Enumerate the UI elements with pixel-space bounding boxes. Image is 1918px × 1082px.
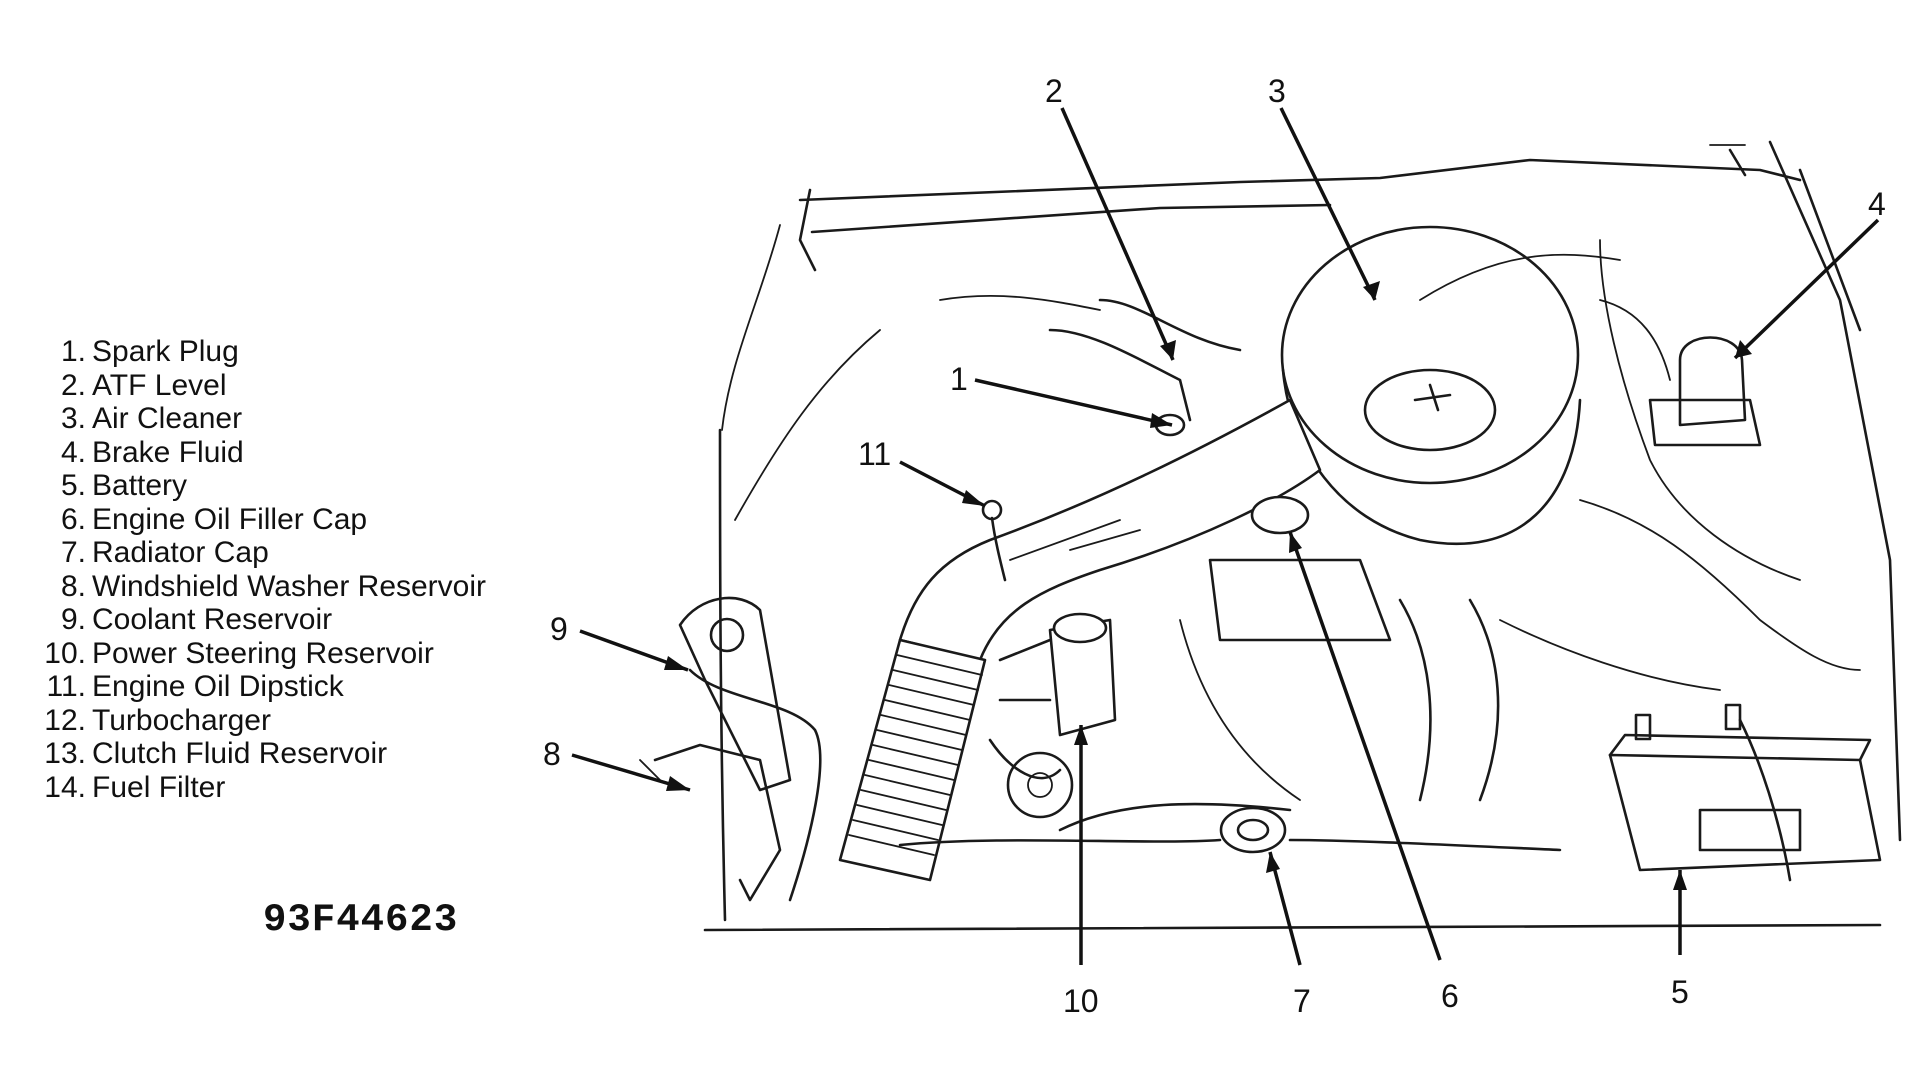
callout-4: 4 bbox=[1868, 186, 1886, 222]
radiator-cap bbox=[898, 806, 1562, 854]
intake-hose bbox=[838, 638, 987, 882]
legend-item: 6.Engine Oil Filler Cap bbox=[60, 502, 368, 536]
callout-10: 10 bbox=[1063, 983, 1099, 1019]
arrowhead-9 bbox=[664, 656, 688, 670]
oil-dipstick bbox=[981, 499, 1007, 582]
wiring-harness bbox=[1419, 239, 1861, 691]
legend-item: 10.Power Steering Reservoir bbox=[44, 636, 434, 670]
arrowhead-8 bbox=[666, 776, 690, 791]
leader-line-2 bbox=[1060, 107, 1175, 361]
legend-item: 8.Windshield Washer Reservoir bbox=[60, 569, 487, 603]
arrowhead-10 bbox=[1074, 725, 1088, 745]
legend-item: 11.Engine Oil Dipstick bbox=[46, 670, 344, 703]
front-pulleys bbox=[1006, 751, 1292, 832]
brake-master-cylinder bbox=[1599, 299, 1762, 447]
leader-line-4 bbox=[1733, 218, 1880, 360]
leader-line-6 bbox=[1288, 531, 1442, 961]
callout-6: 6 bbox=[1441, 978, 1459, 1014]
coolant-reservoir bbox=[678, 596, 822, 902]
legend-item: 7.Radiator Cap bbox=[60, 536, 269, 569]
callout-leaders bbox=[571, 107, 1880, 966]
callout-1: 1 bbox=[950, 361, 968, 397]
arrowhead-11 bbox=[962, 490, 985, 506]
legend-item: 14.Fuel Filter bbox=[44, 770, 226, 804]
callout-numbers: 2 3 4 1 11 9 8 10 7 6 5 bbox=[543, 73, 1886, 1019]
arrowhead-4 bbox=[1735, 340, 1752, 358]
legend-item: 12.Turbocharger bbox=[44, 703, 271, 737]
callout-5: 5 bbox=[1671, 974, 1689, 1010]
callout-9: 9 bbox=[550, 611, 568, 647]
arrowhead-7 bbox=[1266, 852, 1280, 873]
figure-id: 93F44623 bbox=[263, 898, 459, 942]
spark-plug-area bbox=[939, 294, 1242, 437]
legend-item: 13.Clutch Fluid Reservoir bbox=[44, 737, 388, 770]
legend-item: 1.Spark Plug bbox=[60, 335, 239, 368]
power-steering-reservoir bbox=[988, 612, 1117, 780]
callout-2: 2 bbox=[1045, 73, 1063, 109]
leader-line-1 bbox=[974, 378, 1173, 427]
legend-item: 2.ATF Level bbox=[60, 368, 227, 402]
leader-line-7 bbox=[1268, 851, 1302, 966]
arrowhead-2 bbox=[1160, 340, 1176, 360]
legend-item: 5.Battery bbox=[60, 469, 188, 502]
washer-reservoir bbox=[639, 743, 782, 902]
arrowhead-1 bbox=[1150, 413, 1172, 428]
callout-3: 3 bbox=[1268, 73, 1286, 109]
arrowhead-5 bbox=[1673, 870, 1687, 890]
engine-block bbox=[1179, 495, 1500, 802]
leader-line-3 bbox=[1279, 107, 1377, 301]
callout-7: 7 bbox=[1293, 983, 1311, 1019]
component-legend: 1.Spark Plug 2.ATF Level 3.Air Cleaner 4… bbox=[32, 335, 486, 804]
battery bbox=[1608, 703, 1882, 882]
legend-item: 9.Coolant Reservoir bbox=[60, 603, 333, 636]
callout-8: 8 bbox=[543, 736, 561, 772]
callout-11: 11 bbox=[858, 436, 891, 472]
arrowhead-6 bbox=[1289, 532, 1302, 553]
arrowhead-3 bbox=[1363, 281, 1380, 300]
legend-item: 4.Brake Fluid bbox=[60, 435, 244, 469]
air-cleaner bbox=[1280, 225, 1582, 546]
legend-item: 3.Air Cleaner bbox=[60, 402, 243, 435]
